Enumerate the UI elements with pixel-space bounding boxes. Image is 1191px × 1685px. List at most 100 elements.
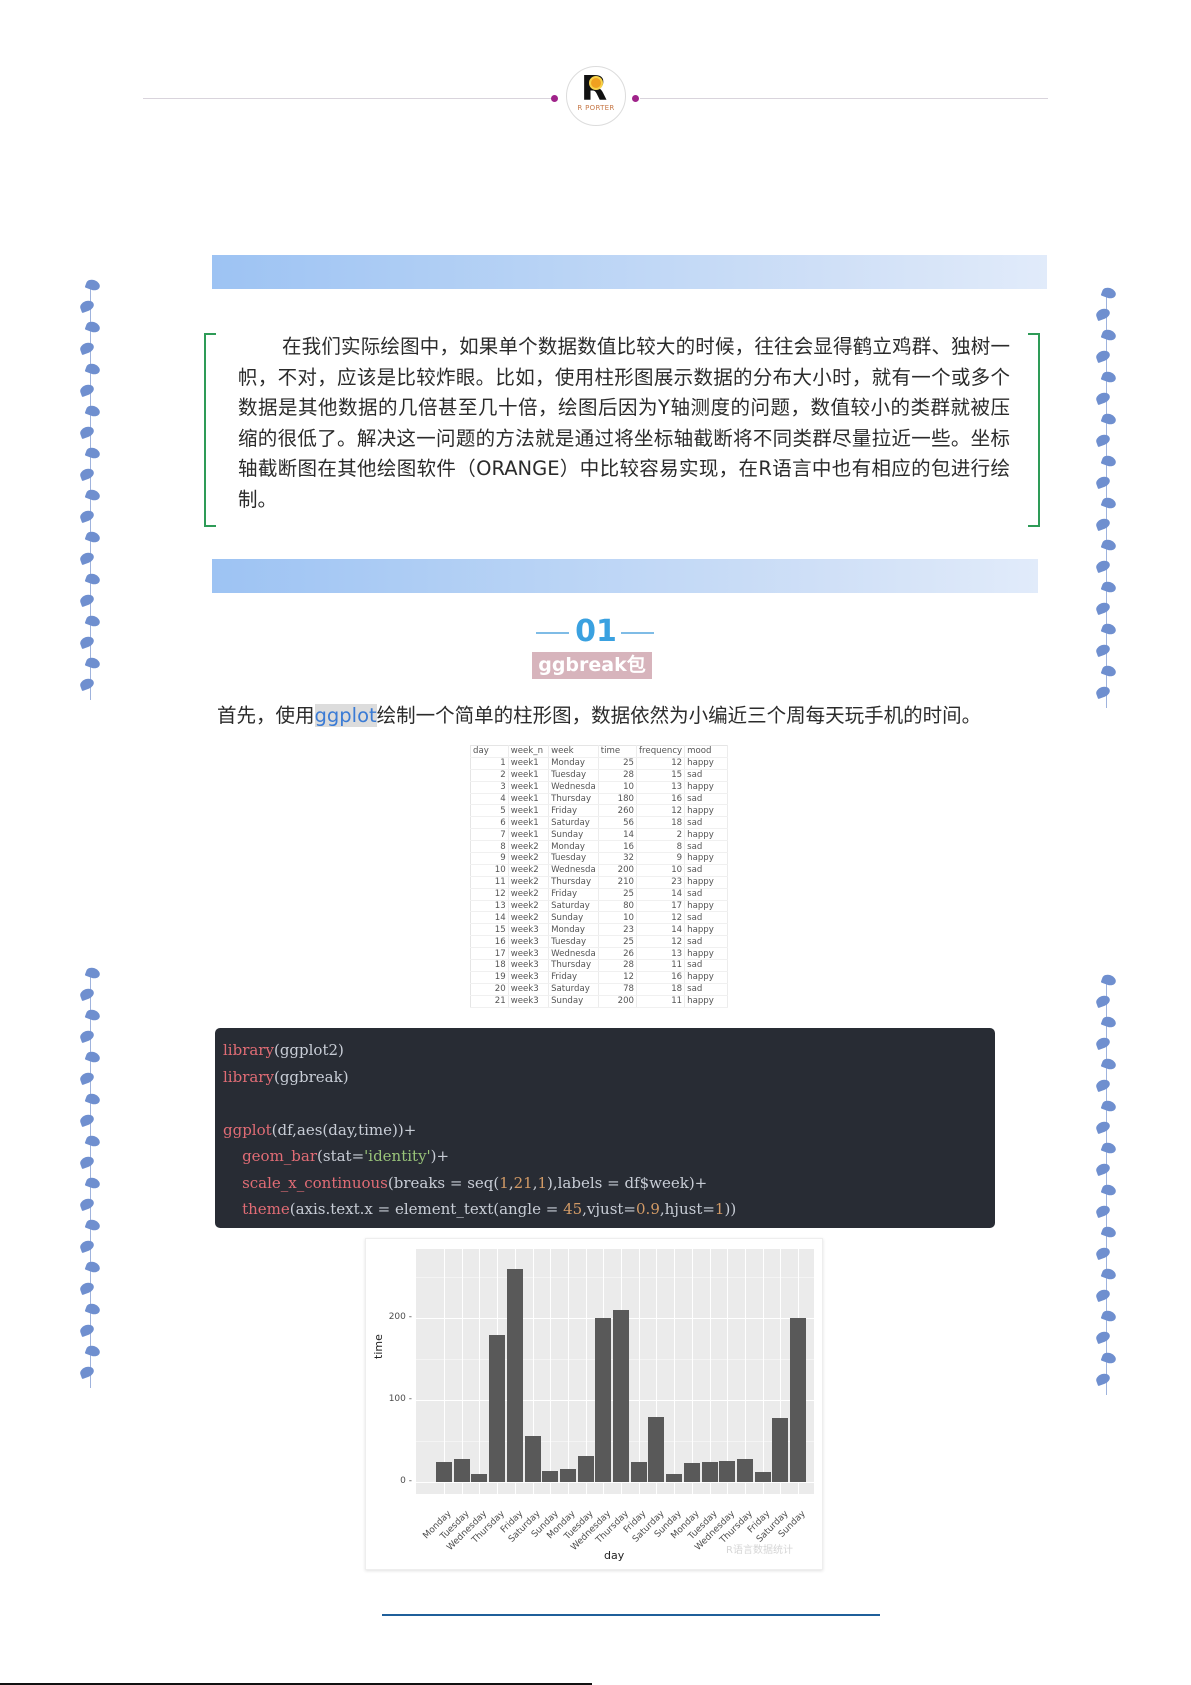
leaf-icon [1100, 1140, 1118, 1156]
table-cell: happy [684, 804, 728, 818]
table-cell: week1 [508, 769, 550, 782]
leaf-icon [84, 655, 102, 671]
table-cell: 13 [636, 781, 686, 794]
table-cell: sad [684, 888, 728, 901]
leaf-icon [1100, 663, 1118, 679]
leaf-icon [84, 1049, 102, 1065]
table-cell: sad [684, 935, 728, 949]
vertical-gridline [656, 1249, 658, 1494]
table-cell: Monday [548, 840, 599, 854]
ggplot-link[interactable]: ggplot [314, 704, 377, 727]
intro-paragraph: 在我们实际绘图中，如果单个数据数值比较大的时候，往往会显得鹤立鸡群、独树一帜，不… [238, 335, 1010, 511]
y-tick-label: 200 - [388, 1312, 412, 1323]
table-cell: happy [684, 852, 728, 865]
header-dot-right [632, 95, 639, 102]
table-cell: happy [684, 971, 728, 984]
leaf-icon [1094, 993, 1112, 1009]
code-line: theme(axis.text.x = element_text(angle =… [223, 1199, 736, 1219]
leaf-icon [1100, 1308, 1118, 1324]
vertical-gridline [727, 1249, 729, 1494]
paragraph-prefix: 首先，使用 [217, 704, 315, 727]
code-args: ,vjust= [582, 1200, 637, 1218]
table-cell: week3 [508, 959, 550, 972]
bar-saturday [772, 1418, 789, 1482]
table-cell: 18 [636, 983, 686, 996]
code-args: (stat= [317, 1147, 365, 1165]
table-cell: sad [684, 983, 728, 996]
code-line: library(ggbreak) [223, 1067, 349, 1087]
table-cell: week1 [508, 781, 550, 794]
leaf-icon [78, 1364, 96, 1380]
table-cell: 14 [636, 923, 686, 937]
leaf-icon [84, 445, 102, 461]
table-cell: 10 [598, 911, 638, 925]
table-cell: Friday [548, 888, 599, 901]
leaf-icon [78, 340, 96, 356]
leaf-icon [1094, 390, 1112, 406]
table-cell: Thursday [548, 876, 599, 889]
table-cell: week2 [508, 911, 550, 925]
bar-sunday [542, 1470, 559, 1482]
leaf-icon [1094, 348, 1112, 364]
vertical-gridline [744, 1249, 746, 1494]
table-cell: 25 [598, 888, 638, 901]
column-header-week_n: week_n [508, 745, 550, 758]
leaf-icon [84, 361, 102, 377]
leaf-icon [84, 1301, 102, 1317]
table-cell: 7 [470, 828, 509, 842]
table-cell: sad [684, 959, 728, 972]
table-cell: sad [684, 793, 728, 806]
table-cell: 15 [636, 769, 686, 782]
vertical-gridline [691, 1249, 693, 1494]
header-rule-right [640, 98, 1048, 99]
table-cell: happy [684, 923, 728, 937]
table-cell: 8 [470, 840, 509, 854]
logo-text: R PORTER [577, 104, 615, 112]
table-cell: week3 [508, 923, 550, 937]
bar-monday [436, 1461, 452, 1482]
section-number-rule-left [536, 632, 569, 634]
leaf-icon [78, 466, 96, 482]
leaf-icon [84, 529, 102, 545]
leaf-icon [1094, 1329, 1112, 1345]
code-indent [223, 1147, 242, 1165]
table-cell: week1 [508, 816, 550, 830]
bar-saturday [524, 1436, 541, 1482]
bracket-left [204, 333, 216, 527]
column-header-week: week [548, 745, 599, 758]
table-cell: 17 [636, 900, 686, 913]
table-cell: 200 [598, 995, 638, 1008]
leaf-icon [78, 676, 96, 692]
leaf-icon [78, 508, 96, 524]
bar-wednesday [719, 1460, 736, 1482]
table-cell: Saturday [548, 816, 599, 830]
table-cell: 21 [470, 995, 509, 1008]
leaf-icon [84, 965, 102, 981]
code-line: scale_x_continuous(breaks = seq(1,21,1),… [223, 1173, 707, 1193]
bar-thursday [613, 1310, 629, 1482]
bar-wednesday [595, 1318, 612, 1482]
leaf-icon [78, 298, 96, 314]
table-cell: happy [684, 900, 728, 913]
leaf-icon [1100, 1266, 1118, 1282]
table-cell: Friday [548, 804, 599, 818]
table-cell: week1 [508, 757, 550, 770]
table-cell: Wednesda [548, 781, 599, 794]
leaf-icon [1094, 558, 1112, 574]
code-line: geom_bar(stat='identity')+ [223, 1146, 449, 1166]
table-cell: 13 [470, 900, 509, 913]
table-cell: Wednesda [548, 864, 599, 877]
table-cell: 14 [470, 911, 509, 925]
leaf-icon [84, 613, 102, 629]
bar-thursday [489, 1334, 506, 1482]
table-cell: Sunday [548, 995, 599, 1008]
code-args: (ggplot2) [273, 1041, 344, 1059]
table-cell: 18 [636, 816, 686, 830]
